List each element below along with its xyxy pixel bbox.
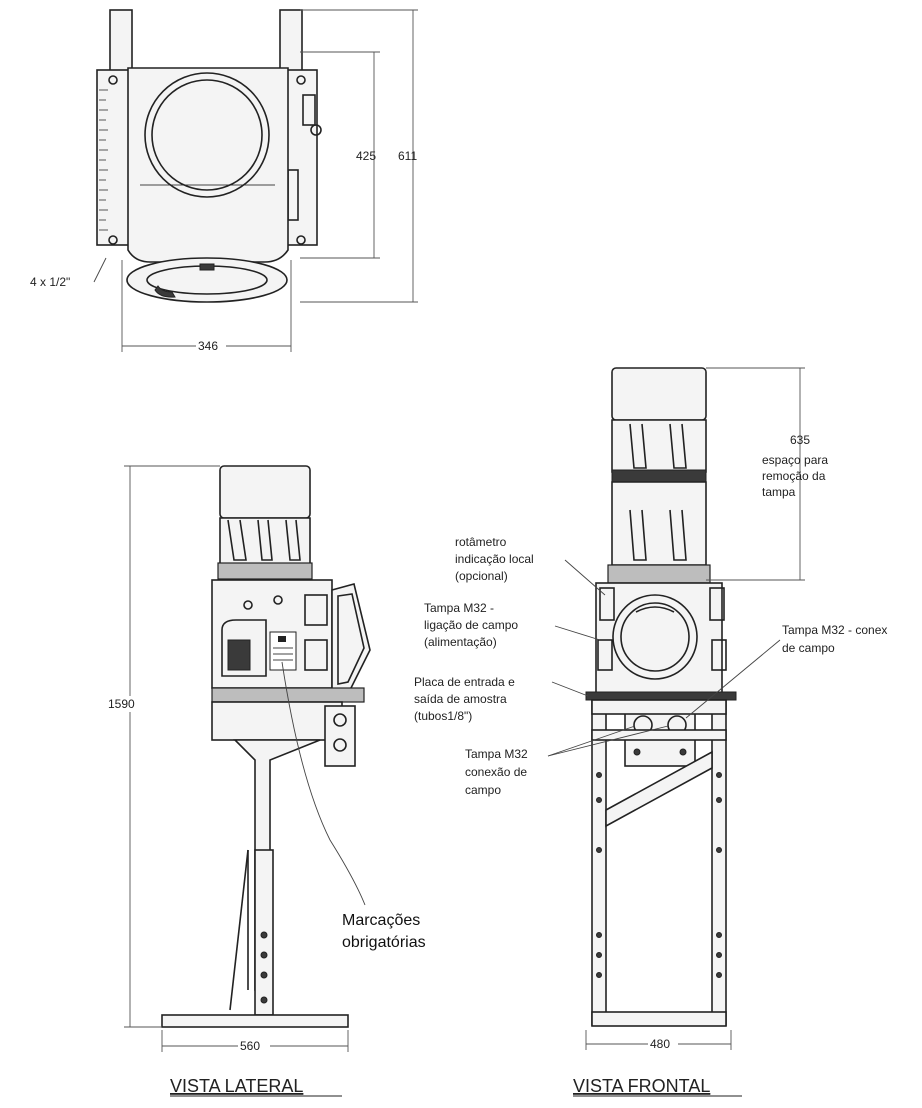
- dim-480-label: 480: [650, 1037, 670, 1051]
- dim-1590-label: 1590: [108, 697, 135, 711]
- top-view-fitting: [310, 124, 322, 136]
- side-view-flange: [217, 562, 313, 580]
- rotameter-label-line2: indicação local: [455, 552, 534, 566]
- cap-power-label-line2: ligação de campo: [424, 618, 518, 632]
- top-view-rail-left: [96, 69, 130, 246]
- cap-power-label-line3: (alimentação): [424, 635, 497, 649]
- bolt-icon: [108, 75, 118, 85]
- cap-right-label-line2: de campo: [782, 641, 835, 655]
- front-view-title: VISTA FRONTAL: [573, 1076, 710, 1096]
- top-view-cover-outer: [144, 72, 270, 198]
- front-view-diagonal-brace: [605, 750, 713, 828]
- top-view-cover-inner: [151, 79, 263, 191]
- rotameter-label-line1: rotâmetro: [455, 535, 507, 549]
- clearance-text-line1: espaço para: [762, 453, 828, 467]
- front-view-base: [591, 1011, 727, 1027]
- front-view: 635 espaço para remoção da tampa rotâmet…: [414, 367, 887, 1097]
- cap-conn-label-line3: campo: [465, 783, 501, 797]
- cap-conn-label-line1: Tampa M32: [465, 747, 528, 761]
- bolt-icon: [296, 235, 306, 245]
- cap-conn-label-line2: conexão de: [465, 765, 527, 779]
- dim-611-label: 611: [398, 149, 417, 163]
- bolt-size-label: 4 x 1/2": [30, 275, 70, 289]
- side-view-title: VISTA LATERAL: [170, 1076, 303, 1096]
- front-view-cover-outer: [612, 594, 698, 680]
- top-view-component: [302, 94, 316, 126]
- front-view-sample-plate: [585, 691, 737, 701]
- side-view: 1590 560 Marcações obrigatórias VISTA LA…: [104, 465, 426, 1097]
- front-view-cap: [611, 367, 707, 421]
- cap-power-label-line1: Tampa M32 -: [424, 601, 494, 615]
- clearance-text-line3: tampa: [762, 485, 796, 499]
- bolt-icon: [108, 235, 118, 245]
- cap-right-label-line1: Tampa M32 - conex: [782, 623, 887, 637]
- side-view-cap: [219, 465, 311, 519]
- top-view-rail-right: [284, 69, 318, 246]
- top-view: 425 611 346 4 x 1/2": [30, 9, 418, 353]
- dim-346-label: 346: [198, 339, 218, 353]
- side-view-fittings: [324, 705, 356, 767]
- sample-plate-label-line2: saída de amostra: [414, 692, 507, 706]
- dim-635-label: 635: [790, 433, 810, 447]
- rotameter-label-line3: (opcional): [455, 569, 508, 583]
- dim-425-label: 425: [356, 149, 376, 163]
- dim-560-label: 560: [240, 1039, 260, 1053]
- top-view-scale: [99, 89, 108, 231]
- markings-label-line1: Marcações: [342, 912, 420, 929]
- top-view-housing: [127, 67, 289, 263]
- side-view-right-cover: [331, 583, 371, 693]
- front-view-flange: [607, 564, 711, 584]
- sample-plate-label-line1: Placa de entrada e: [414, 675, 515, 689]
- front-view-enclosure: [595, 582, 723, 694]
- markings-callout-line: [281, 661, 366, 906]
- sample-plate-label-line3: (tubos1/8"): [414, 709, 472, 723]
- bolt-icon: [296, 75, 306, 85]
- markings-label-line2: obrigatórias: [342, 934, 426, 951]
- rotameter: [599, 587, 615, 621]
- clearance-text-line2: remoção da: [762, 469, 826, 483]
- front-view-upper-flange: [611, 469, 707, 483]
- side-view-foot: [161, 1014, 349, 1028]
